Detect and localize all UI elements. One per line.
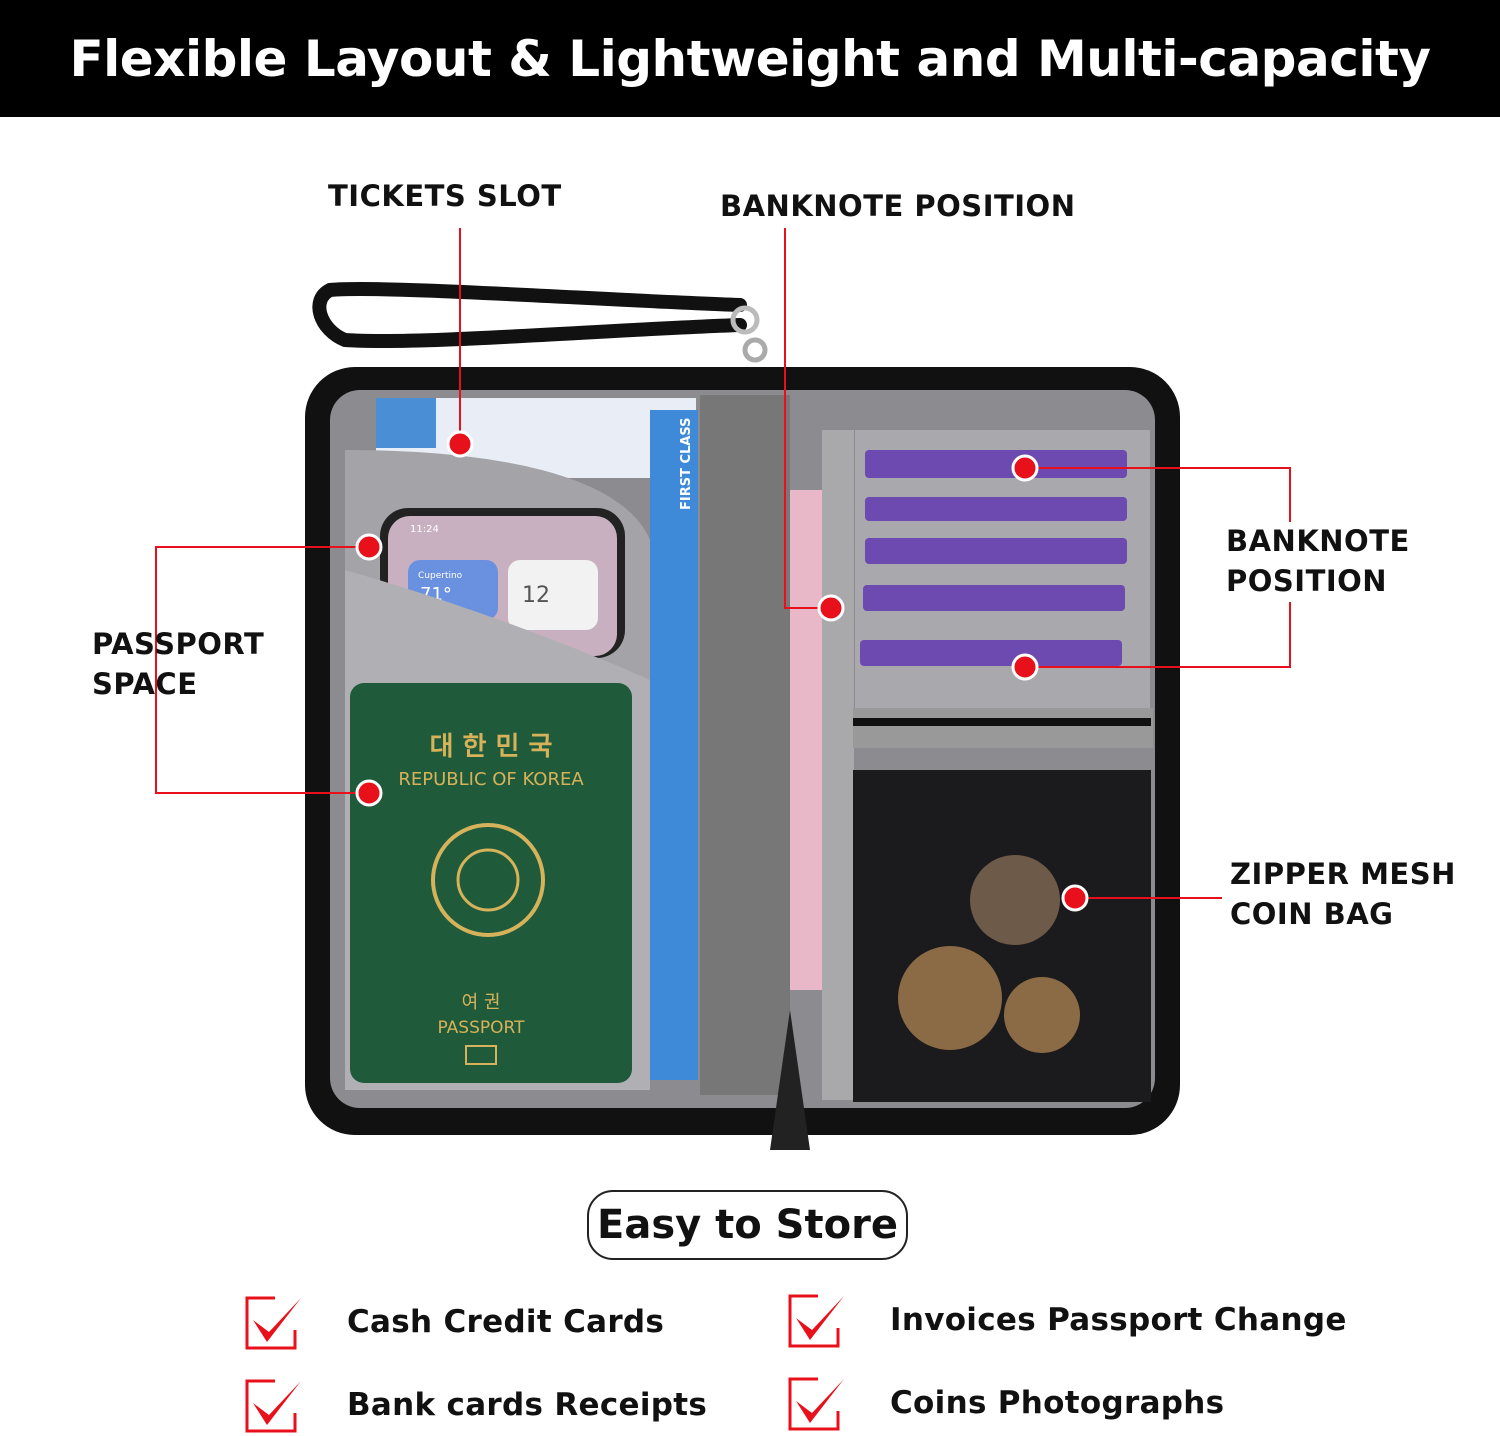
passport-emblem	[431, 823, 545, 937]
callout-dot-passport-top	[355, 533, 383, 561]
feature-item: Coins Photographs	[786, 1373, 1224, 1433]
label-banknote-top: BANKNOTE POSITION	[720, 189, 1076, 223]
svg-text:12: 12	[522, 583, 550, 608]
feature-item: Bank cards Receipts	[243, 1375, 707, 1435]
passport	[350, 683, 632, 1083]
callout-lines	[155, 228, 1291, 899]
ticket-text: FIRST CLASS	[679, 417, 694, 510]
card-slot	[860, 640, 1122, 666]
callout-dots	[355, 430, 1089, 912]
strap-clasp	[730, 305, 760, 335]
svg-text:여 권: 여 권	[462, 992, 501, 1013]
svg-text:11:24: 11:24	[410, 524, 439, 535]
feature-item: Invoices Passport Change	[786, 1290, 1347, 1350]
card-slot	[863, 585, 1125, 611]
coin	[970, 855, 1060, 945]
svg-text:REPUBLIC OF KOREA: REPUBLIC OF KOREA	[398, 769, 584, 790]
callout-dot-passport-bottom	[355, 779, 383, 807]
header-banner: Flexible Layout & Lightweight and Multi-…	[0, 0, 1500, 117]
page-title: Flexible Layout & Lightweight and Multi-…	[69, 29, 1432, 88]
red-checkbox-icon	[245, 1379, 301, 1433]
label-passport-space: PASSPORT SPACE	[92, 627, 265, 701]
zipper-pull	[770, 1010, 810, 1150]
svg-text:대 한 민 국: 대 한 민 국	[430, 732, 553, 762]
red-checkbox-icon	[788, 1294, 844, 1348]
wrist-strap	[312, 281, 747, 349]
card-slot	[865, 497, 1127, 521]
callout-dot-cards-bottom	[1011, 653, 1039, 681]
red-checkbox-icon	[788, 1377, 844, 1431]
callout-dot-banknote	[817, 594, 845, 622]
card-slot	[865, 538, 1127, 564]
easy-to-store-heading: Easy to Store	[587, 1190, 908, 1260]
label-zipper-mesh: ZIPPER MESH COIN BAG	[1230, 857, 1456, 931]
coin	[898, 946, 1002, 1050]
label-tickets-slot: TICKETS SLOT	[328, 179, 562, 213]
feature-item: Cash Credit Cards	[243, 1292, 664, 1352]
svg-text:Cupertino: Cupertino	[418, 571, 463, 581]
card-slot	[865, 450, 1127, 478]
svg-text:PASSPORT: PASSPORT	[438, 1018, 526, 1038]
callout-dot-coin-bag	[1061, 884, 1089, 912]
callout-dot-tickets	[446, 430, 474, 458]
callout-dot-cards-top	[1011, 454, 1039, 482]
coin	[1004, 977, 1080, 1053]
pocket-zipper	[853, 718, 1151, 726]
label-banknote-right: BANKNOTE POSITION	[1226, 524, 1410, 598]
red-checkbox-icon	[245, 1296, 301, 1350]
